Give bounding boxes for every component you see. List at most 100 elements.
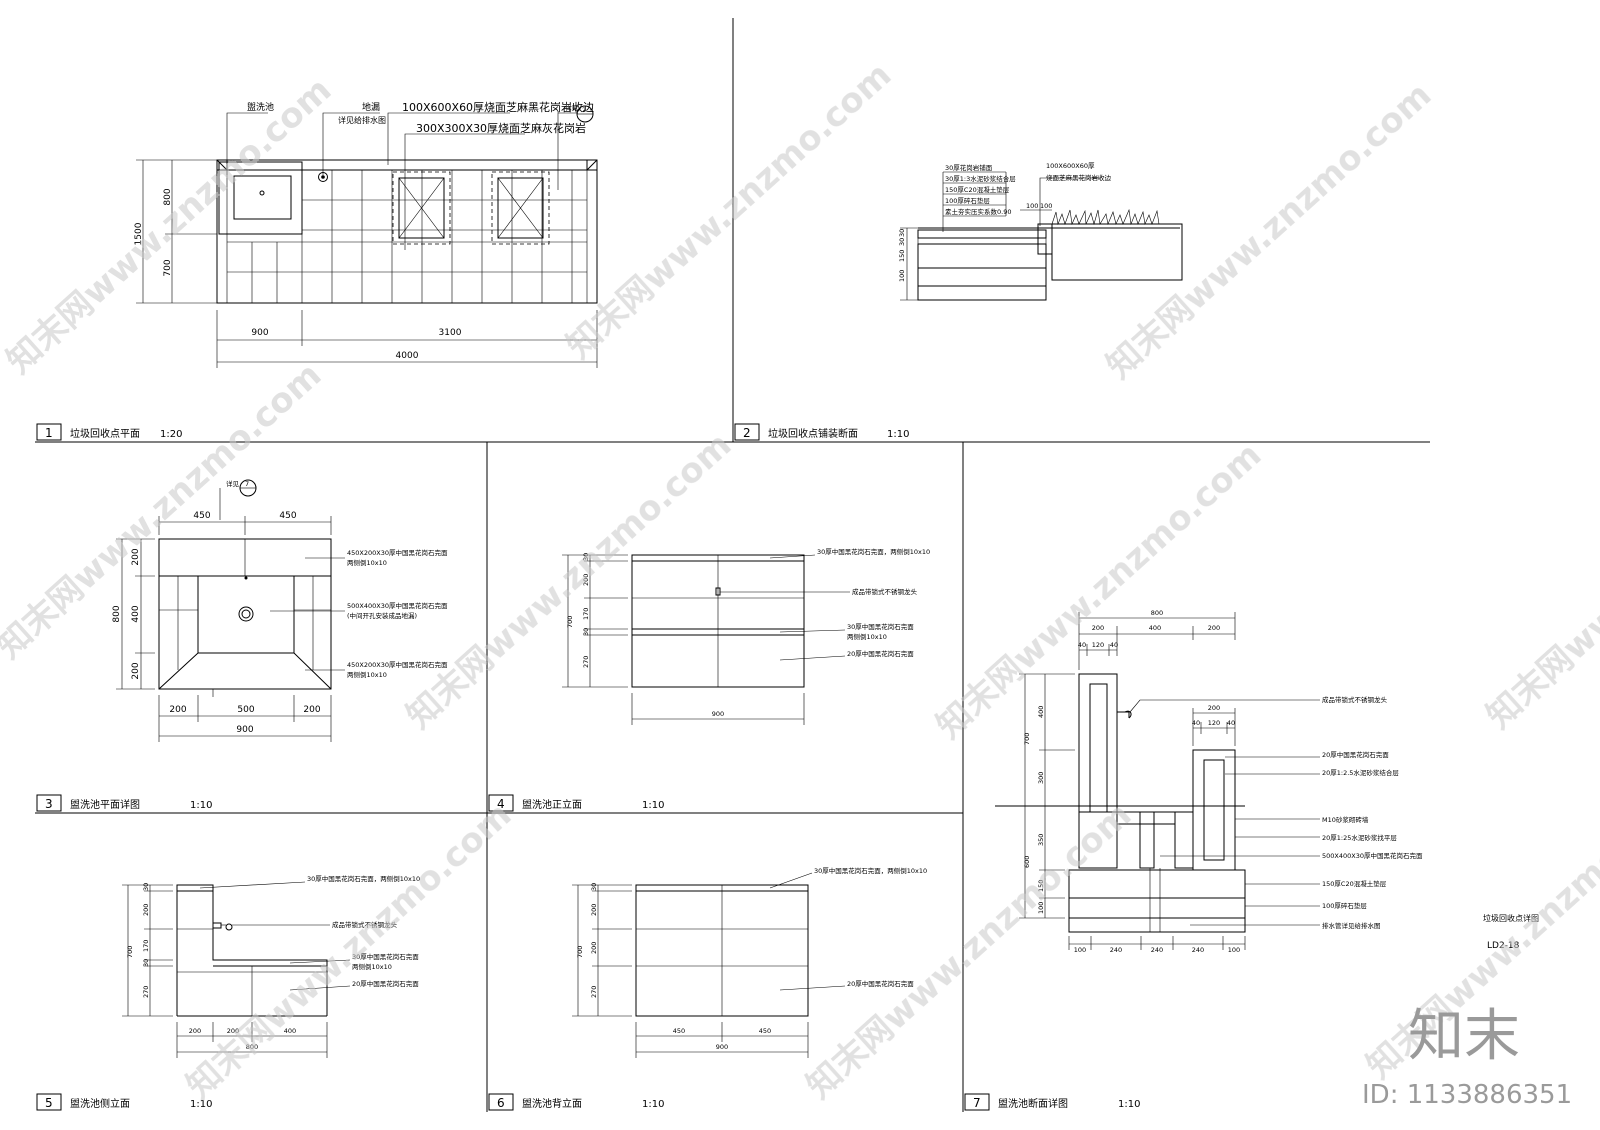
p7-dim-b4: 240 bbox=[1192, 946, 1204, 954]
panel-4-scale: 1:10 bbox=[642, 800, 664, 811]
p7-dim-t6: 40 bbox=[1110, 641, 1118, 649]
p6-dim-w2: 450 bbox=[759, 1027, 771, 1035]
p5-dim-v2: 200 bbox=[142, 904, 150, 916]
p4-dim-v2: 200 bbox=[582, 574, 590, 586]
layer-5: 素土夯实压实系数0.90 bbox=[945, 207, 1011, 216]
p7-dim-m2: 120 bbox=[1208, 719, 1220, 727]
p7-dim-m3: 40 bbox=[1227, 719, 1235, 727]
p7-dim-m1: 40 bbox=[1192, 719, 1200, 727]
p7-dim-b1: 100 bbox=[1074, 946, 1086, 954]
dim-800: 800 bbox=[163, 188, 173, 205]
p7-note-9: 排水管详见给排水图 bbox=[1322, 921, 1381, 930]
p5-dim-w3: 400 bbox=[284, 1027, 296, 1035]
p4-dim-v1: 30 bbox=[582, 553, 590, 561]
label-paving-stone: 300X300X30厚烧面芝麻灰花岗岩 bbox=[416, 121, 586, 135]
panel-6-scale: 1:10 bbox=[642, 1099, 664, 1110]
p3-dim-v2: 400 bbox=[131, 605, 141, 622]
p7-dim-v-upper: 700 bbox=[1023, 733, 1031, 745]
p3-note-2a: 500X400X30厚中国黑花岗石完面 bbox=[347, 601, 448, 610]
p4-dim-v3: 170 bbox=[582, 608, 590, 620]
p7-dim-v3: 350 bbox=[1037, 834, 1045, 846]
p7-note-5: 20厚1:25水泥砂浆找平层 bbox=[1322, 833, 1397, 842]
panel-5-side-elevation: 30厚中国黑花岗石完面，两侧倒10x10 成品带锁式不锈钢龙头 30厚中国黑花岗… bbox=[122, 874, 420, 1058]
p7-note-1: 成品带锁式不锈钢龙头 bbox=[1322, 695, 1388, 704]
panel-3-scale: 1:10 bbox=[190, 800, 212, 811]
sheet-title: 垃圾回收点详图 bbox=[1483, 913, 1539, 923]
p5-note-5: 20厚中国黑花岗石完面 bbox=[352, 979, 419, 988]
p3-note-1b: 两侧倒10x10 bbox=[347, 558, 387, 567]
p3-note-1a: 450X200X30厚中国黑花岗石完面 bbox=[347, 548, 448, 557]
p7-dim-t1: 200 bbox=[1092, 624, 1104, 632]
p4-note-3: 30厚中国黑花岗石完面 bbox=[847, 622, 914, 631]
p7-dim-b5: 100 bbox=[1228, 946, 1240, 954]
panel-3-title: 盥洗池平面详图 bbox=[70, 798, 140, 811]
dim-p2-v2: 30 bbox=[898, 238, 906, 246]
panel-7-number: 7 bbox=[973, 1096, 981, 1110]
label-edge-1: 100X600X60厚 bbox=[1046, 162, 1095, 170]
panel-4-number: 4 bbox=[497, 797, 505, 811]
layer-3: 150厚C20混凝土垫层 bbox=[945, 185, 1010, 194]
p3-dim-top-l: 450 bbox=[193, 511, 210, 521]
p3-dim-b1: 200 bbox=[169, 705, 186, 715]
p7-dim-b2: 240 bbox=[1110, 946, 1122, 954]
p7-dim-t2: 400 bbox=[1149, 624, 1161, 632]
panel-5-scale: 1:10 bbox=[190, 1099, 212, 1110]
label-edge-2: 烧面芝麻黑花岗岩收边 bbox=[1046, 173, 1112, 182]
p6-dim-v2: 200 bbox=[590, 904, 598, 916]
watermark-3: 知末网www.znzmo.com bbox=[1099, 75, 1439, 387]
label-ref-num: 2 bbox=[582, 106, 586, 114]
p6-dim-w-total: 900 bbox=[716, 1043, 728, 1051]
p7-note-8: 100厚碎石垫层 bbox=[1322, 901, 1367, 910]
p5-dim-w1: 200 bbox=[189, 1027, 201, 1035]
label-drain: 地漏 bbox=[362, 101, 380, 113]
watermark-7: 知末网www.znzmo.com bbox=[1479, 425, 1600, 737]
panel-7-section-detail: 成品带锁式不锈钢龙头 20厚中国黑花岗石完面 20厚1:2.5水泥砂浆结合层 M… bbox=[995, 609, 1423, 954]
panel-4-title: 盥洗池正立面 bbox=[522, 798, 582, 811]
p5-dim-w2: 200 bbox=[227, 1027, 239, 1035]
p7-dim-b3: 240 bbox=[1151, 946, 1163, 954]
p7-dim-top-total: 800 bbox=[1151, 609, 1163, 617]
p7-dim-v4: 150 bbox=[1037, 880, 1045, 892]
p7-note-4: M10砂浆砌砖墙 bbox=[1322, 815, 1369, 824]
p7-dim-t3: 200 bbox=[1208, 624, 1220, 632]
dim-p2-v1: 30 bbox=[898, 229, 906, 237]
panel-6-back-elevation: 30厚中国黑花岗石完面，两侧倒10x10 20厚中国黑花岗石完面 30 200 … bbox=[572, 866, 927, 1058]
brand-logo: 知末 bbox=[1408, 1004, 1520, 1069]
p4-dim-w: 900 bbox=[712, 710, 724, 718]
p7-note-3: 20厚1:2.5水泥砂浆结合层 bbox=[1322, 768, 1399, 777]
p3-dim-v-total: 800 bbox=[112, 605, 122, 622]
panel-1-title: 垃圾回收点平面 bbox=[70, 427, 140, 440]
p5-dim-v4: 30 bbox=[142, 959, 150, 967]
p7-dim-v-lower: 600 bbox=[1023, 856, 1031, 868]
panel-2-title: 垃圾回收点铺装断面 bbox=[768, 427, 858, 440]
p5-note-2: 成品带锁式不锈钢龙头 bbox=[332, 920, 398, 929]
panel-titles: 1 垃圾回收点平面 1:20 2 垃圾回收点铺装断面 1:10 3 盥洗池平面详… bbox=[36, 423, 1140, 1111]
p3-ref-tag: 详见 bbox=[226, 479, 240, 488]
p7-dim-t4: 40 bbox=[1078, 641, 1086, 649]
p3-dim-top-r: 450 bbox=[279, 511, 296, 521]
label-edge-stone: 100X600X60厚烧面芝麻黑花岗岩收边 bbox=[402, 100, 594, 114]
panel-7-scale: 1:10 bbox=[1118, 1099, 1140, 1110]
panel-1-plan: 盥洗池 地漏 详见给排水图 100X600X60厚烧面芝麻黑花岗岩收边 300X… bbox=[134, 100, 598, 368]
p3-note-3b: 两侧倒10x10 bbox=[347, 670, 387, 679]
panel-6-title: 盥洗池背立面 bbox=[522, 1097, 582, 1110]
p5-dim-v-total: 700 bbox=[126, 946, 134, 958]
p4-note-1: 30厚中国黑花岗石完面，两侧倒10x10 bbox=[817, 547, 930, 556]
p5-dim-w-total: 800 bbox=[246, 1043, 258, 1051]
panel-7-title: 盥洗池断面详图 bbox=[998, 1097, 1068, 1110]
p3-dim-b2: 500 bbox=[237, 705, 254, 715]
image-id: ID: 1133886351 bbox=[1362, 1080, 1572, 1110]
panel-6-number: 6 bbox=[497, 1096, 505, 1110]
watermark-2: 知末网www.znzmo.com bbox=[559, 55, 899, 367]
panel-2-section: 30厚花岗岩铺面 30厚1:3水泥砂浆结合层 150厚C20混凝土垫层 100厚… bbox=[898, 162, 1183, 301]
p3-dim-b-total: 900 bbox=[236, 725, 253, 735]
p5-note-3: 30厚中国黑花岗石完面 bbox=[352, 952, 419, 961]
p7-dim-v5: 100 bbox=[1037, 902, 1045, 914]
p4-note-2: 成品带锁式不锈钢龙头 bbox=[852, 587, 918, 596]
watermark-group: 知末网www.znzmo.com 知末网www.znzmo.com 知末网www… bbox=[0, 55, 1600, 1107]
p6-note-1: 30厚中国黑花岗石完面，两侧倒10x10 bbox=[814, 866, 927, 875]
p5-dim-v3: 170 bbox=[142, 940, 150, 952]
watermark-8: 知末网www.znzmo.com bbox=[179, 795, 519, 1107]
dim-3100: 3100 bbox=[439, 328, 462, 338]
